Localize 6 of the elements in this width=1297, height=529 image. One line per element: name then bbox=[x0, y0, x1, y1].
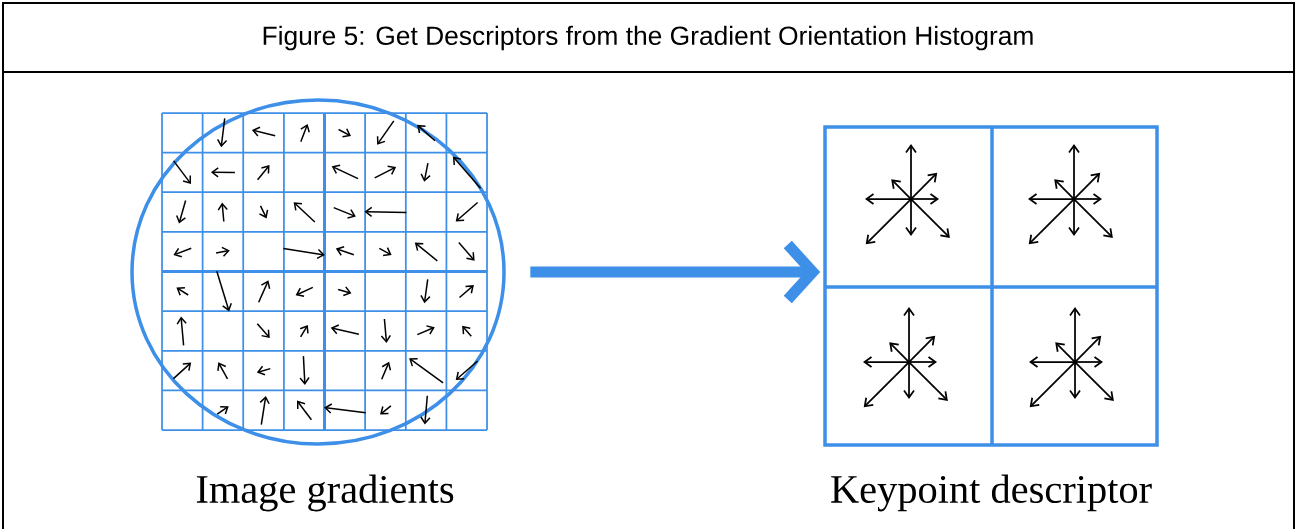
title: Figure 5: Get Descriptors from the Gradient Orientation Histogram bbox=[263, 25, 1033, 51]
gradient-grid-drawing bbox=[130, 98, 506, 446]
picture-label: Image gradients bbox=[196, 474, 454, 512]
keypoint-descriptor-drawing bbox=[823, 125, 1159, 447]
arrow bbox=[530, 240, 821, 304]
picture-label: Keypoint descriptor bbox=[831, 474, 1152, 512]
